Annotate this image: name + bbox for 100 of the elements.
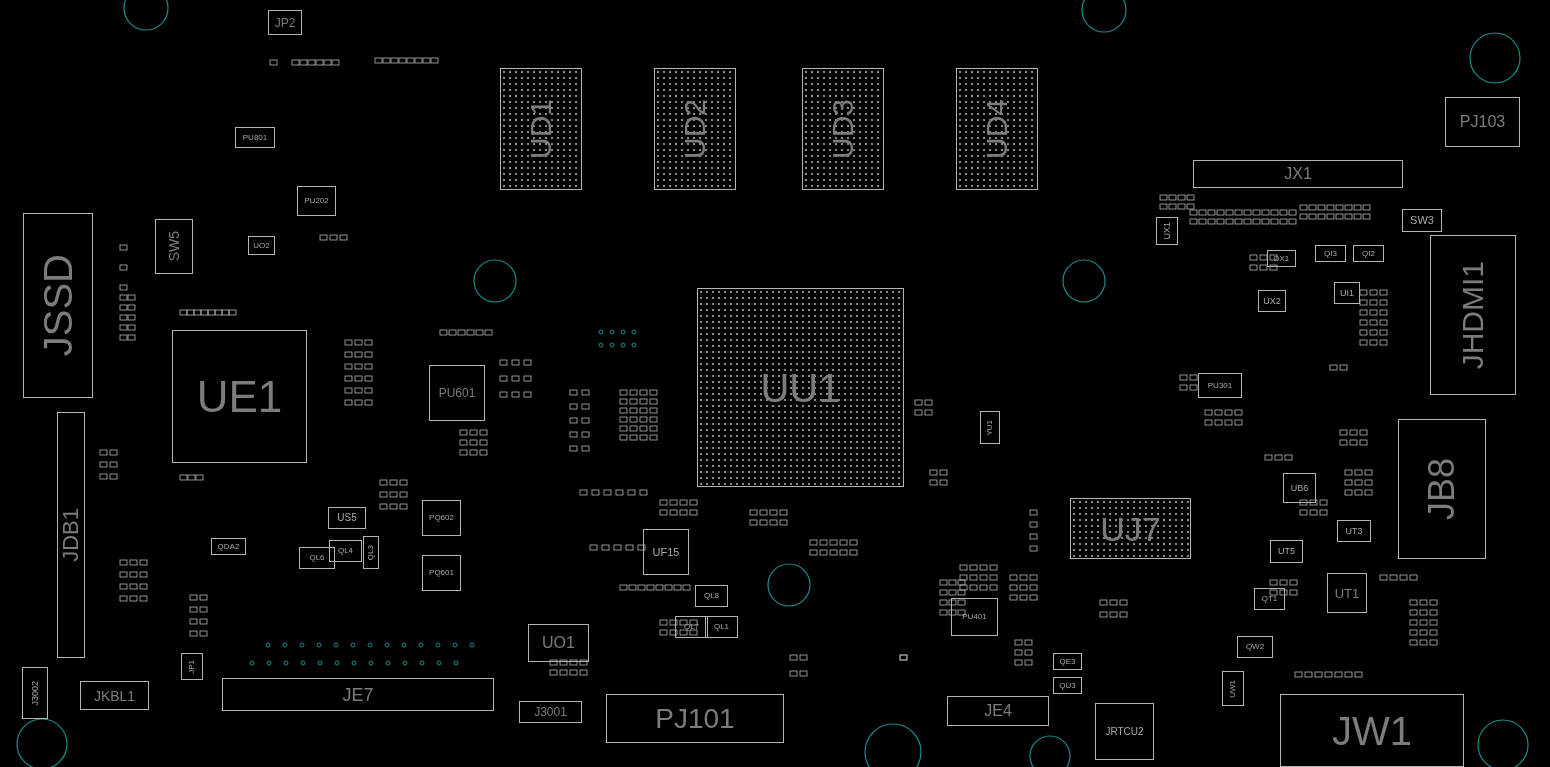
component-outline (947, 696, 1049, 726)
component-designator: UO2 (253, 241, 270, 250)
component-designator: UI1 (1340, 288, 1354, 298)
component-designator: UD1 (526, 99, 556, 159)
component-outline (1402, 209, 1442, 232)
component-outline (328, 507, 366, 529)
component-designator: QI2 (1362, 249, 1375, 258)
component-designator: QI3 (1324, 249, 1337, 258)
component-designator: QT1 (1261, 595, 1278, 603)
component-designator: JSSD (38, 254, 78, 357)
component-outline (1337, 520, 1371, 542)
bga-chip-outline (654, 68, 736, 190)
component-designator: UB6 (1290, 483, 1309, 493)
component-designator: UE1 (196, 374, 283, 419)
component-outline (1267, 250, 1296, 267)
component-outline (1280, 694, 1464, 767)
component-designator: UT1 (1334, 586, 1360, 600)
component-outline (1237, 636, 1273, 658)
component-designator: YU1 (986, 419, 994, 436)
component-designator: SW5 (167, 231, 181, 262)
component-designator: QL7 (683, 623, 700, 631)
bga-chip-outline (500, 68, 582, 190)
component-designator: UX2 (1263, 296, 1281, 306)
component-designator: QL3 (367, 544, 375, 561)
component-outline (1095, 703, 1154, 760)
component-designator: UD2 (680, 99, 710, 159)
component-outline (1398, 419, 1486, 559)
component-designator: UJ7 (1100, 511, 1161, 546)
component-designator: QU3 (1059, 681, 1076, 690)
component-outline (1053, 677, 1082, 694)
component-outline (980, 411, 1000, 444)
component-outline (1430, 235, 1516, 395)
component-designator: UD4 (982, 99, 1012, 159)
bga-chip-outline (1070, 498, 1191, 559)
component-outline (606, 694, 784, 743)
component-designator: JDB1 (60, 508, 82, 562)
bga-chip-outline (802, 68, 884, 190)
component-outline (268, 10, 302, 35)
component-designator: QE3 (1059, 657, 1076, 666)
component-designator: UT5 (1278, 547, 1295, 556)
component-designator: JKBL1 (93, 688, 136, 703)
component-outline (1445, 97, 1520, 147)
component-designator: PQ602 (429, 514, 454, 522)
component-outline (57, 412, 85, 658)
component-outline (299, 547, 335, 569)
component-outline (172, 330, 307, 463)
component-designator: QL1 (713, 623, 730, 631)
component-designator: QL8 (703, 592, 720, 600)
component-designator: UW1 (1229, 679, 1237, 698)
component-outline (1353, 245, 1384, 262)
component-designator: UT3 (1345, 526, 1363, 536)
component-outline (235, 127, 275, 148)
component-outline (248, 236, 275, 255)
component-designator: JP1 (188, 659, 196, 674)
component-designator: QW2 (1245, 643, 1265, 651)
component-designator: QL4 (337, 547, 354, 555)
component-outline (1198, 373, 1242, 398)
component-designator: UF15 (652, 546, 680, 558)
component-designator: UD3 (828, 99, 858, 159)
component-outline (1258, 290, 1286, 312)
component-designator: PJ103 (1459, 114, 1506, 130)
component-designator: JHDMI1 (1458, 260, 1488, 370)
component-designator: J3001 (534, 706, 567, 718)
component-designator: UO1 (542, 635, 575, 651)
component-designator: J3002 (30, 680, 40, 706)
component-outline (695, 585, 728, 607)
component-outline (519, 701, 582, 723)
component-outline (222, 678, 494, 711)
component-designator: UX1 (1162, 222, 1172, 240)
component-designator: UU1 (760, 367, 841, 408)
component-outline (329, 540, 362, 562)
component-outline (211, 538, 246, 555)
component-outline (1334, 282, 1360, 304)
component-designator: JX1 (1284, 166, 1312, 182)
component-outline (643, 529, 689, 575)
component-outline (1270, 540, 1303, 563)
component-outline (1193, 160, 1403, 188)
component-outline (297, 186, 336, 216)
component-designator: JRTCU2 (1105, 726, 1144, 737)
component-designator: DX1 (1273, 254, 1290, 263)
component-designator: PQ601 (429, 569, 454, 577)
component-designator: QDA2 (217, 542, 240, 551)
component-outline (1156, 217, 1178, 245)
component-designator: PU801 (242, 133, 268, 142)
component-outline (1327, 573, 1367, 613)
component-designator: JB8 (1424, 457, 1460, 520)
component-outline (1254, 588, 1285, 610)
bga-chip-outline (956, 68, 1038, 190)
component-outline (675, 616, 708, 638)
component-designator: JE7 (342, 685, 374, 704)
component-outline (1222, 671, 1244, 706)
component-designator: PU401 (962, 613, 987, 621)
component-outline (1315, 245, 1346, 262)
component-outline (22, 667, 48, 719)
component-designator: JW1 (1332, 710, 1412, 751)
component-designator: JE4 (984, 703, 1012, 719)
component-outline (363, 536, 379, 569)
component-designator: QL6 (309, 554, 325, 562)
component-outline (181, 653, 203, 680)
component-designator: SW3 (1410, 215, 1434, 226)
